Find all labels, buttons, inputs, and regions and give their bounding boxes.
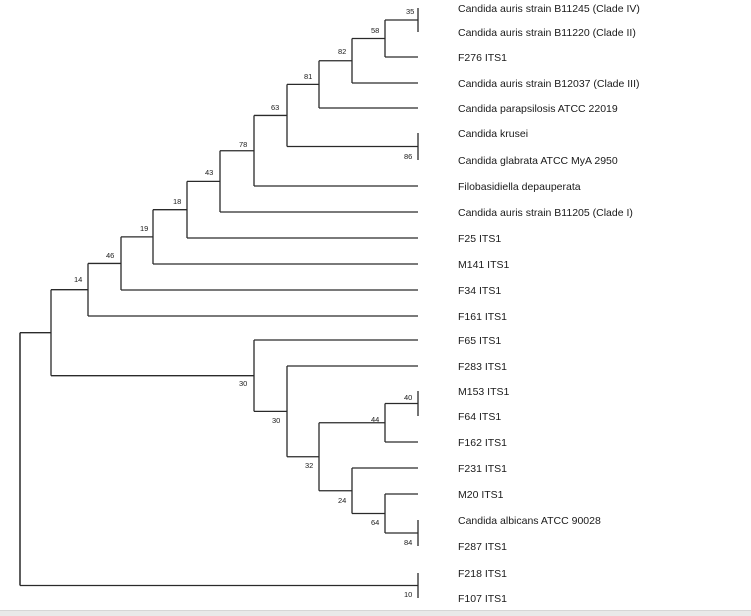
taxon-label: F231 ITS1: [458, 463, 507, 475]
bootstrap-value: 86: [404, 152, 412, 161]
bootstrap-value: 32: [305, 461, 313, 470]
taxon-label: Candida auris strain B12037 (Clade III): [458, 78, 640, 90]
bootstrap-value: 63: [271, 103, 279, 112]
bootstrap-value: 78: [239, 140, 247, 149]
bootstrap-value: 35: [406, 7, 414, 16]
taxon-label: M153 ITS1: [458, 386, 510, 398]
taxon-labels: Candida auris strain B11245 (Clade IV) Ca…: [458, 3, 640, 605]
bootstrap-value: 64: [371, 518, 379, 527]
bootstrap-value: 14: [74, 275, 82, 284]
taxon-label: F287 ITS1: [458, 541, 507, 553]
bootstrap-value: 81: [304, 72, 312, 81]
taxon-label: F218 ITS1: [458, 568, 507, 580]
taxon-label: Candida auris strain B11205 (Clade I): [458, 207, 633, 219]
taxon-label: Candida auris strain B11220 (Clade II): [458, 27, 636, 39]
taxon-label: F64 ITS1: [458, 411, 501, 423]
taxon-label: Candida krusei: [458, 128, 528, 140]
bootstrap-value: 19: [140, 224, 148, 233]
taxon-label: F107 ITS1: [458, 593, 507, 605]
taxon-label: M141 ITS1: [458, 259, 510, 271]
bootstrap-value: 44: [371, 415, 379, 424]
taxon-label: Candida glabrata ATCC MyA 2950: [458, 155, 618, 167]
taxon-label: F34 ITS1: [458, 285, 501, 297]
bootstrap-value: 43: [205, 168, 213, 177]
bootstrap-value: 58: [371, 26, 379, 35]
taxon-label: F25 ITS1: [458, 233, 501, 245]
support-values: 35 58 82 81 86 63 78 43 18 19 46 14 40 44 84 64 24 32 30 30…: [74, 7, 414, 599]
bootstrap-value: 40: [404, 393, 412, 402]
bootstrap-value: 18: [173, 197, 181, 206]
taxon-label: F162 ITS1: [458, 437, 507, 449]
taxon-label: Candida auris strain B11245 (Clade IV): [458, 3, 640, 15]
taxon-label: F283 ITS1: [458, 361, 507, 373]
bootstrap-value: 46: [106, 251, 114, 260]
taxon-label: Filobasidiella depauperata: [458, 181, 581, 193]
taxon-label: Candida albicans ATCC 90028: [458, 515, 601, 527]
taxon-label: F65 ITS1: [458, 335, 501, 347]
tree-branches: [19, 8, 419, 598]
taxon-label: F276 ITS1: [458, 52, 507, 64]
bootstrap-value: 30: [272, 416, 280, 425]
taxon-label: F161 ITS1: [458, 311, 507, 323]
bootstrap-value: 30: [239, 379, 247, 388]
bootstrap-value: 84: [404, 538, 412, 547]
bootstrap-value: 24: [338, 496, 346, 505]
bootstrap-value: 10: [404, 590, 412, 599]
taxon-label: Candida parapsilosis ATCC 22019: [458, 103, 618, 115]
bottom-divider: [0, 610, 751, 616]
taxon-label: M20 ITS1: [458, 489, 504, 501]
bootstrap-value: 82: [338, 47, 346, 56]
